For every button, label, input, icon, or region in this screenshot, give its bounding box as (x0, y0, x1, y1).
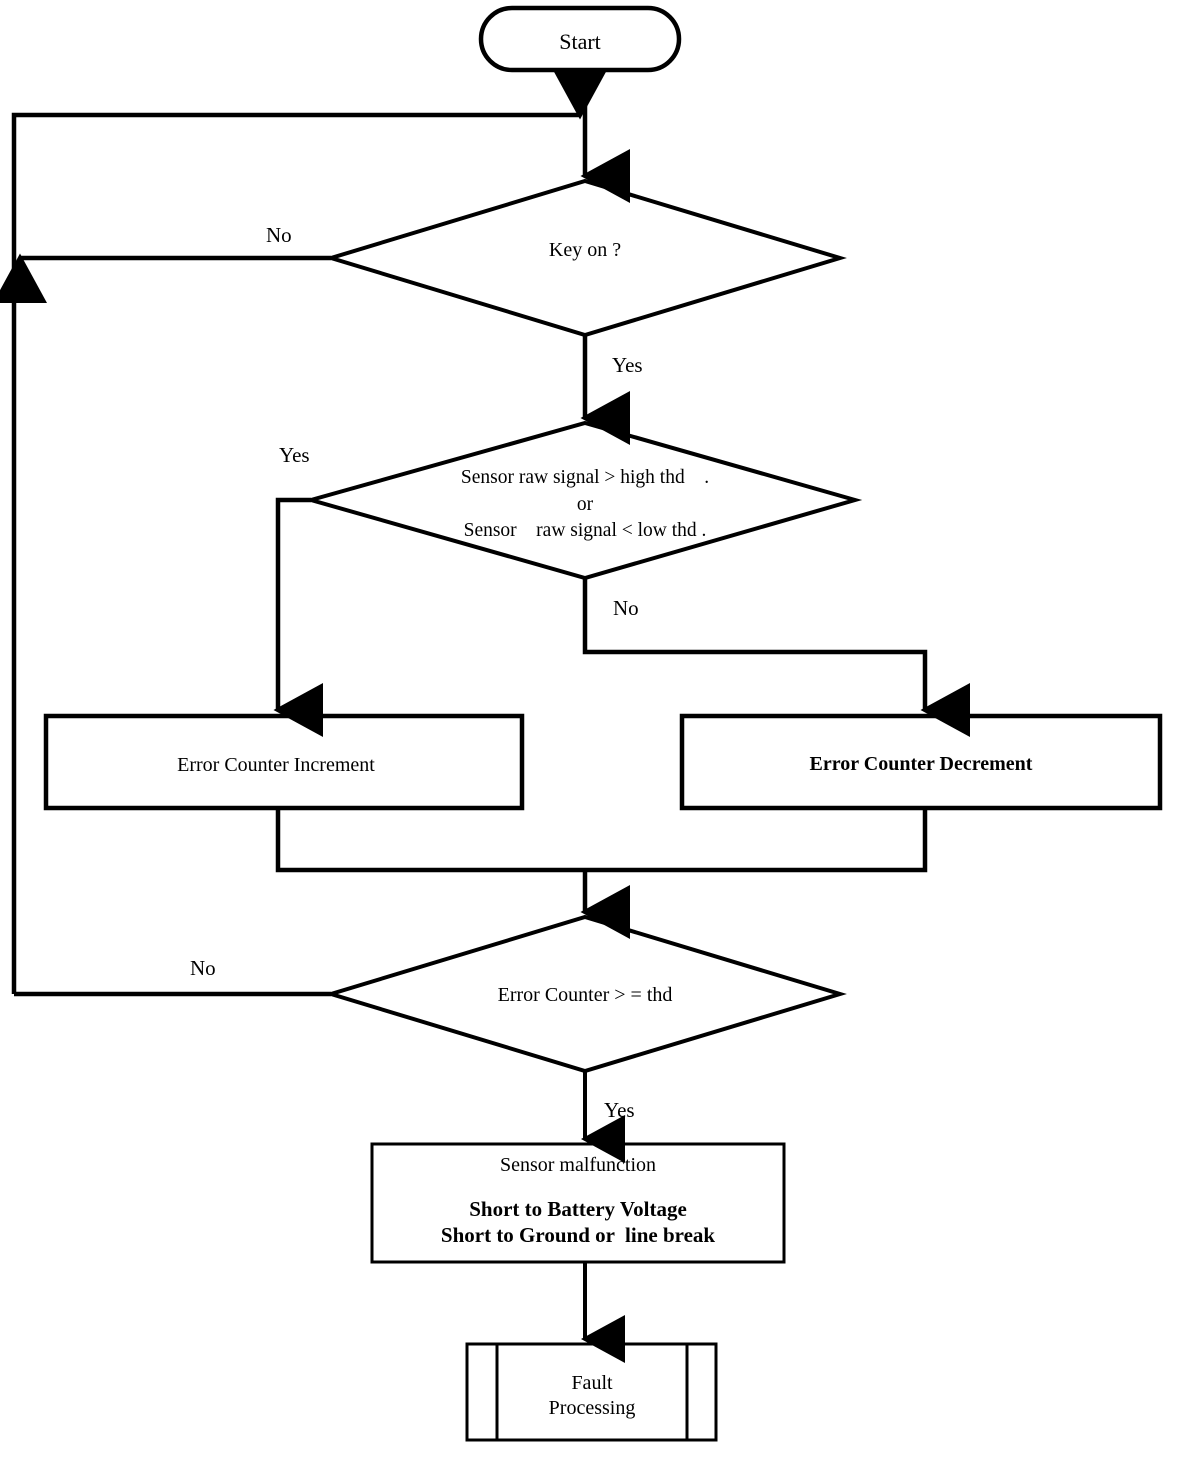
edge-threshold-yes (273, 497, 323, 737)
node-fault-processing-shape (465, 1342, 718, 1442)
node-counter-decrement-shape (679, 713, 1163, 811)
node-start-shape (478, 5, 682, 73)
edge-increment-merge (275, 808, 928, 873)
edge-threshold-no (582, 578, 970, 737)
edge-loopback-rail (11, 70, 607, 994)
node-counter-threshold-shape (324, 914, 847, 1074)
node-sensor-malfunction-shape (370, 1142, 786, 1264)
node-key-on-shape (324, 178, 847, 338)
node-threshold-check-shape (303, 420, 863, 581)
node-counter-increment-shape (43, 713, 525, 811)
